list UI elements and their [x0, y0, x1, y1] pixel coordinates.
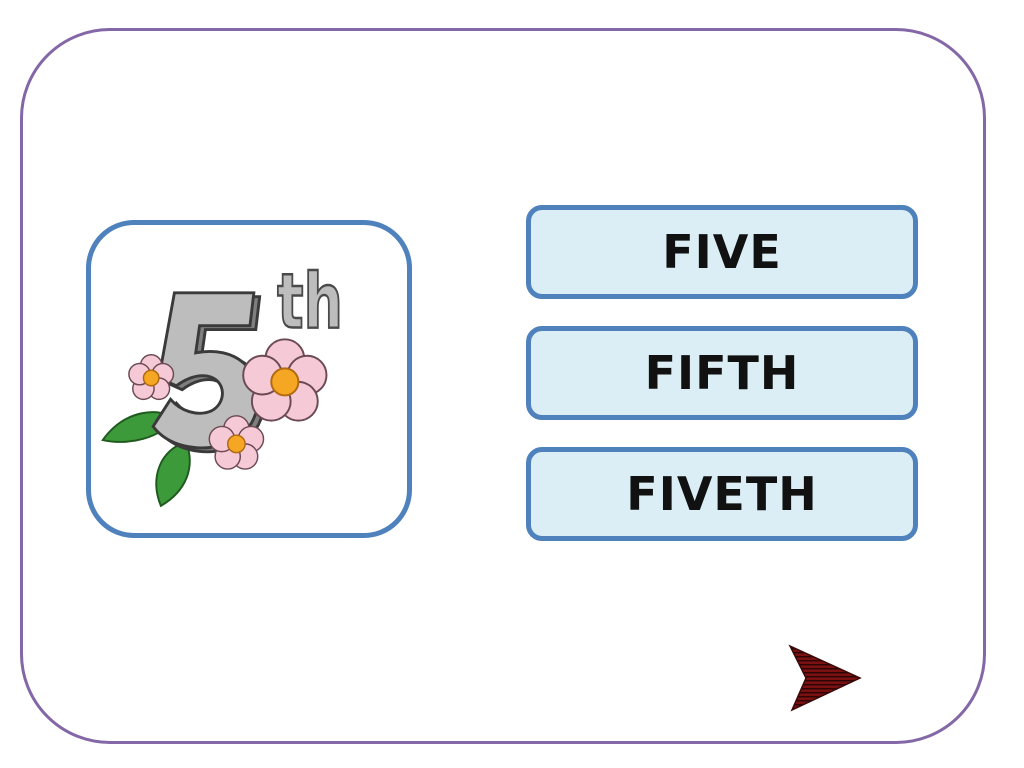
- flower-large-right: [242, 338, 328, 422]
- option-label: FIVETH: [626, 467, 818, 521]
- ordinal-fifth-flowers-icon: th: [101, 256, 344, 508]
- numeral-five: [151, 291, 266, 454]
- picture-card: th: [86, 220, 412, 538]
- flower-medium-bottom: [208, 415, 265, 470]
- answer-options: FIVE FIFTH FIVETH: [526, 205, 918, 568]
- flower-small-left: [128, 354, 175, 401]
- ordinal-suffix-th: th: [276, 256, 344, 346]
- option-five-button[interactable]: FIVE: [526, 205, 918, 299]
- right-arrow-icon[interactable]: [786, 640, 862, 712]
- option-label: FIVE: [662, 225, 782, 279]
- option-fifth-button[interactable]: FIFTH: [526, 326, 918, 420]
- svg-text:th: th: [277, 258, 343, 346]
- option-label: FIFTH: [644, 346, 800, 400]
- option-fiveth-button[interactable]: FIVETH: [526, 447, 918, 541]
